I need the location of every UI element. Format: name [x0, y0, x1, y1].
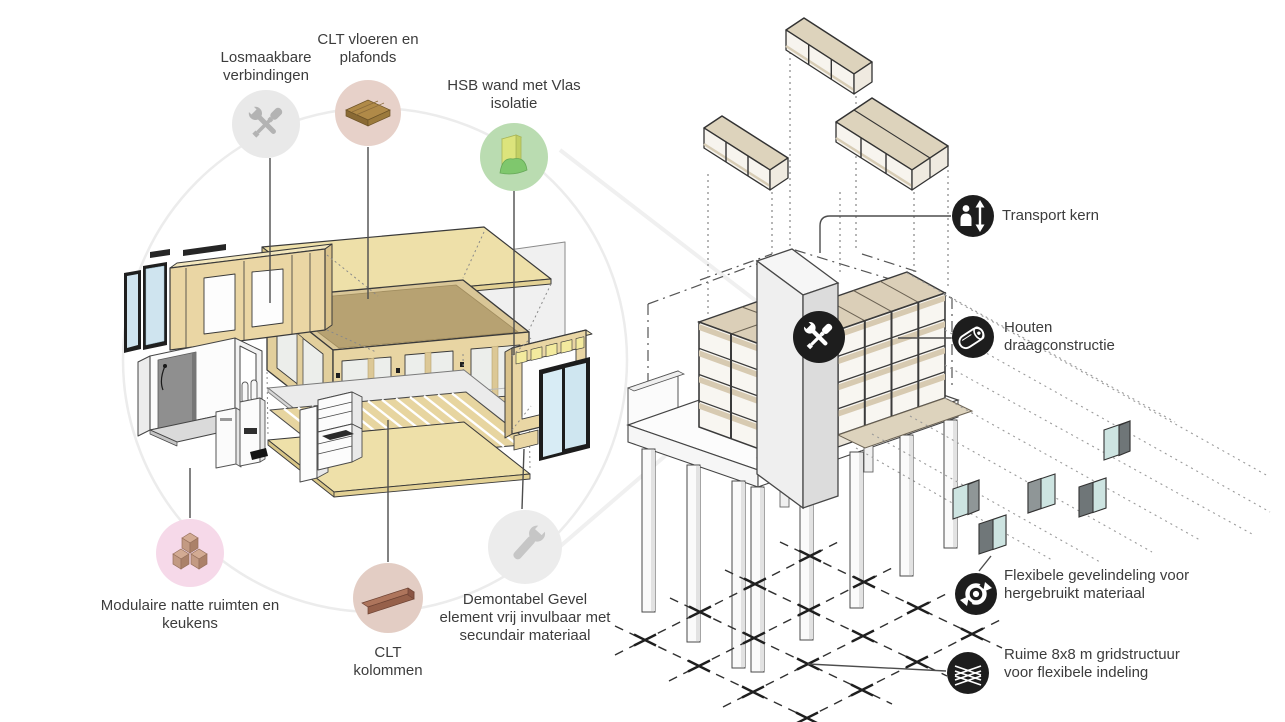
tools-icon — [801, 319, 833, 350]
facade-panel — [1103, 420, 1131, 461]
tools-icon — [246, 104, 283, 138]
elevator-person-icon — [960, 200, 985, 232]
left-diagram — [121, 80, 797, 633]
clt-beam-icon — [361, 587, 415, 615]
hsb-wall-element — [124, 243, 379, 353]
mesh-grid-icon — [954, 665, 982, 686]
kitchen-unit — [299, 391, 363, 483]
zoom-cone-line — [558, 148, 797, 333]
transport-kern-badge — [952, 195, 994, 237]
recycle-icon — [960, 579, 992, 610]
insulated-wall-icon — [499, 134, 528, 175]
callout-icon-losmaakbare — [232, 90, 300, 158]
label-modulaire-natte: Modulaire natte ruimten en keukens — [100, 597, 280, 632]
module-box-double — [835, 97, 949, 191]
leader-lines-right — [807, 215, 992, 672]
piloti-columns — [641, 419, 958, 673]
callout-icon-hsb-wand — [480, 123, 548, 191]
transport-core — [755, 248, 840, 510]
houten-draagconstructie-badge — [952, 316, 994, 358]
facade-panel — [952, 479, 980, 520]
assembly-tools-badge — [793, 311, 845, 363]
exploded-module-drawing — [124, 226, 593, 498]
flexibele-gevel-badge — [955, 573, 997, 615]
label-clt-kolommen: CLT kolommen — [353, 644, 423, 679]
stacked-boxes-icon — [172, 532, 208, 570]
facade-panels — [952, 420, 1131, 555]
callout-icon-clt-vloeren — [335, 80, 401, 146]
facade-panel — [1027, 473, 1056, 514]
label-demontabel-gevel: Demontabel Gevel element vrij invulbaar … — [439, 591, 611, 644]
shower-wall — [157, 351, 197, 433]
callout-icon-demontabel — [488, 510, 562, 584]
kitchen-sink — [322, 430, 354, 440]
label-transport-kern: Transport kern — [1002, 207, 1099, 224]
callout-icon-modulaire — [156, 519, 224, 587]
facade-element — [504, 329, 593, 461]
utility-appliances — [215, 379, 268, 469]
label-houten-draagconstructie: Houten draagconstructie — [1004, 319, 1115, 354]
leader-lines-left — [189, 147, 525, 562]
label-clt-vloeren: CLT vloeren en plafonds — [317, 31, 419, 66]
clt-plank-icon — [345, 99, 391, 127]
grid-structure — [614, 540, 1003, 722]
wrench-icon — [513, 522, 549, 560]
module-box — [785, 17, 873, 95]
facade-panel — [1078, 477, 1107, 518]
ruime-grid-badge — [947, 652, 989, 694]
label-ruime-gridstructuur: Ruime 8x8 m gridstructuur voor flexibele… — [1004, 646, 1180, 681]
label-hsb-wand: HSB wand met Vlas isolatie — [447, 77, 581, 112]
floating-module-boxes — [703, 17, 949, 191]
facade-panel — [978, 514, 1007, 555]
label-losmaakbare-verbindingen: Losmaakbare verbindingen — [220, 49, 312, 84]
callout-icon-clt-kolommen — [353, 563, 423, 633]
log-icon — [958, 326, 985, 350]
right-diagram — [614, 17, 1271, 722]
label-flexibele-gevelindeling: Flexibele gevelindeling voor hergebruikt… — [1004, 567, 1190, 602]
module-box — [703, 115, 789, 191]
